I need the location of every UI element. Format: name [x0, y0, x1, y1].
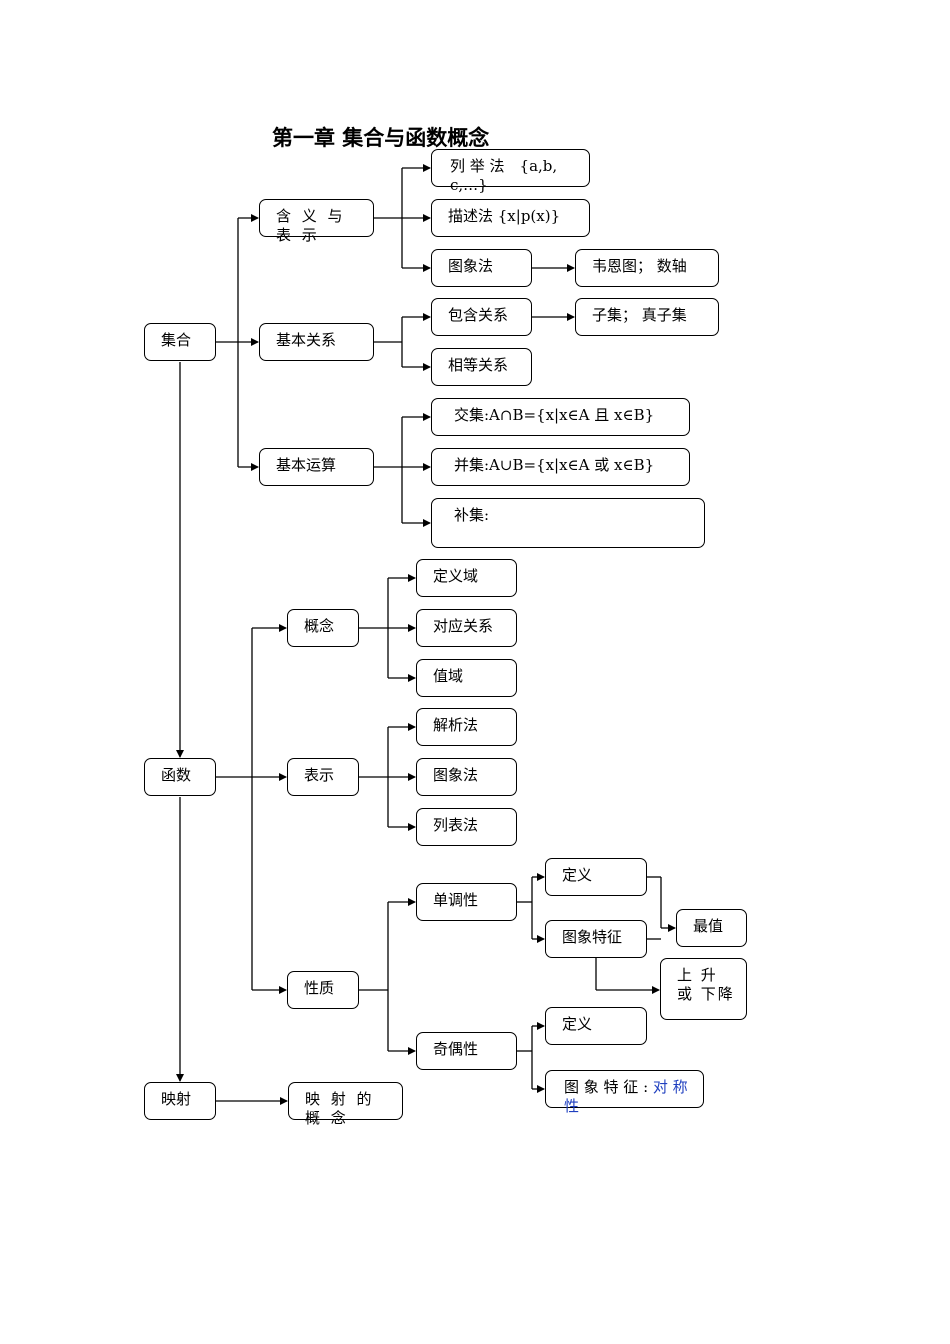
- node-dingyiyu: 定义域: [416, 559, 517, 597]
- node-label: 相等关系: [448, 356, 509, 374]
- node-zhiyu: 值域: [416, 659, 517, 697]
- node-duiyingguanxi: 对应关系: [416, 609, 517, 647]
- node-label: 映 射 的 概 念: [305, 1090, 375, 1127]
- node-label: 函数: [161, 766, 192, 784]
- node-label: 列 举 法 {a,b,c,…}: [450, 157, 558, 194]
- node-tuxiangfa-set: 图象法: [431, 249, 532, 287]
- node-yingshe-de-gainian: 映 射 的 概 念: [288, 1082, 403, 1127]
- node-label: 奇偶性: [433, 1040, 479, 1058]
- node-baohanguanxi: 包含关系: [431, 298, 532, 336]
- node-label: 包含关系: [448, 306, 509, 324]
- node-label: 值域: [433, 667, 464, 685]
- node-label: 列表法: [433, 816, 479, 834]
- node-label: 上 升 或 下降: [677, 966, 735, 1003]
- node-jiexifa: 解析法: [416, 708, 517, 746]
- node-xingzhi: 性质: [287, 971, 359, 1009]
- node-jihe: 集合: [144, 323, 216, 361]
- node-label: 含 义 与 表 示: [276, 207, 346, 244]
- node-ziji-zhenziji: 子集； 真子集: [575, 298, 719, 336]
- node-dingyi-parity: 定义: [545, 1007, 647, 1045]
- node-tuxiangfa-function: 图象法: [416, 758, 517, 796]
- node-jibenguanxi: 基本关系: [259, 323, 374, 361]
- node-label: 图象法: [433, 766, 479, 784]
- node-label: 解析法: [433, 716, 479, 734]
- node-label: 定义域: [433, 567, 479, 585]
- node-label: 图象特征: [562, 928, 623, 946]
- node-shangsheng-huo-xiajiang: 上 升 或 下降: [660, 958, 747, 1020]
- node-hanshu: 函数: [144, 758, 216, 796]
- node-label: 基本运算: [276, 456, 337, 474]
- node-xiangdengguanxi: 相等关系: [431, 348, 532, 386]
- node-label: 性质: [304, 979, 335, 997]
- node-biaoshi: 表示: [287, 758, 359, 796]
- node-label: 概念: [304, 617, 335, 635]
- node-label: 子集； 真子集: [592, 306, 687, 324]
- node-label: 补集:: [454, 506, 490, 524]
- page-title: 第一章 集合与函数概念: [272, 125, 490, 150]
- node-bingji: 并集:A∪B={x|x∈A 或 x∈B}: [431, 448, 690, 486]
- node-buji: 补集:: [431, 498, 705, 548]
- node-label: 定义: [562, 1015, 593, 1033]
- node-label: 对应关系: [433, 617, 494, 635]
- node-jibenyunsuan: 基本运算: [259, 448, 374, 486]
- node-miaoshufa: 描述法 {x|p(x)}: [431, 199, 590, 237]
- node-liebiaofa: 列表法: [416, 808, 517, 846]
- node-label: 图象法: [448, 257, 494, 275]
- node-hanyi-yu-biaoshi: 含 义 与 表 示: [259, 199, 374, 244]
- node-label-highlight: 对 称 性: [564, 1078, 688, 1115]
- node-label: 图 象 特 征 :: [564, 1078, 653, 1096]
- node-label: 描述法 {x|p(x)}: [448, 207, 561, 225]
- node-tuxiangtezheng-parity: 图 象 特 征 : 对 称 性: [545, 1070, 704, 1115]
- node-zuizhi: 最值: [676, 909, 747, 947]
- node-weientu-shuzhou: 韦恩图； 数轴: [575, 249, 719, 287]
- node-label: 交集:A∩B={x|x∈A 且 x∈B}: [454, 406, 655, 424]
- node-label: 基本关系: [276, 331, 337, 349]
- node-label: 韦恩图； 数轴: [592, 257, 687, 275]
- node-label: 并集:A∪B={x|x∈A 或 x∈B}: [454, 456, 655, 474]
- node-label: 定义: [562, 866, 593, 884]
- node-label: 映射: [161, 1090, 192, 1108]
- node-label: 集合: [161, 331, 192, 349]
- node-label: 最值: [693, 917, 724, 935]
- node-yingshe: 映射: [144, 1082, 216, 1120]
- node-qiouxing: 奇偶性: [416, 1032, 517, 1070]
- node-dingyi-monotonic: 定义: [545, 858, 647, 896]
- node-gainian: 概念: [287, 609, 359, 647]
- node-liejufa: 列 举 法 {a,b,c,…}: [431, 149, 590, 194]
- node-dandiaoxing: 单调性: [416, 883, 517, 921]
- node-jiaoji: 交集:A∩B={x|x∈A 且 x∈B}: [431, 398, 690, 436]
- node-tuxiangtezheng-monotonic: 图象特征: [545, 920, 647, 958]
- node-label: 单调性: [433, 891, 479, 909]
- node-label: 表示: [304, 766, 335, 784]
